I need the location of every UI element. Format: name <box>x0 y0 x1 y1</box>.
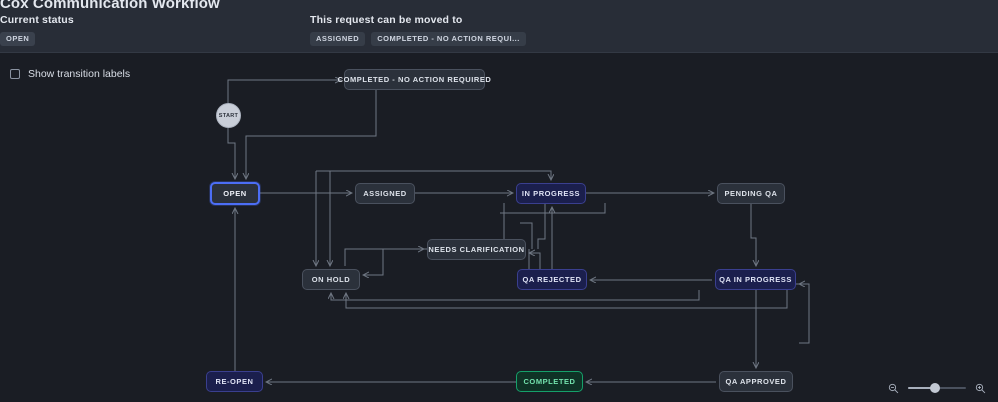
edge-qainprogress-self2 <box>799 284 810 337</box>
node-assigned[interactable]: ASSIGNED <box>355 183 415 204</box>
edge-onhold-needsclar <box>344 249 424 266</box>
edge-qainprogress-self <box>796 283 810 344</box>
node-label: ASSIGNED <box>363 189 407 198</box>
node-pending-qa[interactable]: PENDING QA <box>717 183 785 204</box>
show-transition-labels-toggle[interactable]: Show transition labels <box>10 68 130 80</box>
edge-completedna-open <box>246 90 377 179</box>
status-badge-target[interactable]: ASSIGNED <box>310 32 366 46</box>
magnifier-plus-icon[interactable] <box>975 383 986 394</box>
edge-needsclar-inprogress2 <box>520 222 533 249</box>
edge-rail-inprogress <box>316 170 551 180</box>
show-transition-labels-label: Show transition labels <box>28 68 131 80</box>
zoom-slider-fill <box>908 387 934 389</box>
magnifier-minus-icon[interactable] <box>888 383 899 394</box>
node-label: RE-OPEN <box>215 377 254 386</box>
node-completed-no-action[interactable]: COMPLETED - NO ACTION REQUIRED <box>338 69 491 90</box>
edge-rail-return-1 <box>331 290 700 301</box>
zoom-slider[interactable] <box>908 382 966 394</box>
edge-start-open <box>227 128 235 179</box>
edge-pendingqa-qainprogress <box>750 204 756 266</box>
node-label: OPEN <box>223 189 247 198</box>
edge-rail-return-2 <box>346 290 788 309</box>
node-completed[interactable]: COMPLETED <box>516 371 583 392</box>
transitions-block: This request can be moved to ASSIGNED CO… <box>310 14 526 46</box>
node-start[interactable]: START <box>216 103 241 128</box>
edge-needsclar-onhold <box>363 248 427 275</box>
moved-to-label: This request can be moved to <box>310 14 463 26</box>
node-qa-approved[interactable]: QA APPROVED <box>719 371 793 392</box>
node-on-hold[interactable]: ON HOLD <box>302 269 360 290</box>
node-re-open[interactable]: RE-OPEN <box>206 371 263 392</box>
status-badge-target[interactable]: COMPLETED - NO ACTION REQUI... <box>371 32 526 46</box>
node-label: COMPLETED - NO ACTION REQUIRED <box>337 75 492 84</box>
node-label: QA IN PROGRESS <box>719 275 792 284</box>
node-label: COMPLETED <box>523 377 576 386</box>
moved-to-badges: ASSIGNED COMPLETED - NO ACTION REQUI... <box>310 32 526 46</box>
status-badge-current: OPEN <box>0 32 36 46</box>
node-qa-rejected[interactable]: QA REJECTED <box>517 269 587 290</box>
current-status-label: Current status <box>0 14 74 26</box>
node-label: PENDING QA <box>724 189 778 198</box>
workflow-canvas[interactable]: Show transition labels <box>0 52 998 402</box>
show-transition-labels-checkbox[interactable] <box>10 69 20 79</box>
zoom-controls[interactable] <box>888 382 986 394</box>
node-label: QA REJECTED <box>522 275 582 284</box>
node-label: IN PROGRESS <box>521 189 581 198</box>
node-label: ON HOLD <box>311 275 351 284</box>
edge-layer <box>227 53 810 402</box>
current-status-block: Current status OPEN <box>0 14 74 46</box>
node-label: START <box>218 112 239 119</box>
node-qa-in-progress[interactable]: QA IN PROGRESS <box>715 269 796 290</box>
node-in-progress[interactable]: IN PROGRESS <box>516 183 586 204</box>
edge-inprogress-needsclar <box>537 204 546 249</box>
page-title: Cox Communication Workflow <box>0 0 220 12</box>
node-needs-clarification[interactable]: NEEDS CLARIFICATION <box>427 239 526 260</box>
edge-nc-ip <box>500 203 606 214</box>
node-open[interactable]: OPEN <box>210 182 260 205</box>
node-label: NEEDS CLARIFICATION <box>428 245 525 254</box>
zoom-slider-thumb[interactable] <box>930 383 940 393</box>
edge-start-completed-na <box>227 80 341 103</box>
node-label: QA APPROVED <box>725 377 787 386</box>
edge-qarej-needsclar <box>529 253 541 269</box>
